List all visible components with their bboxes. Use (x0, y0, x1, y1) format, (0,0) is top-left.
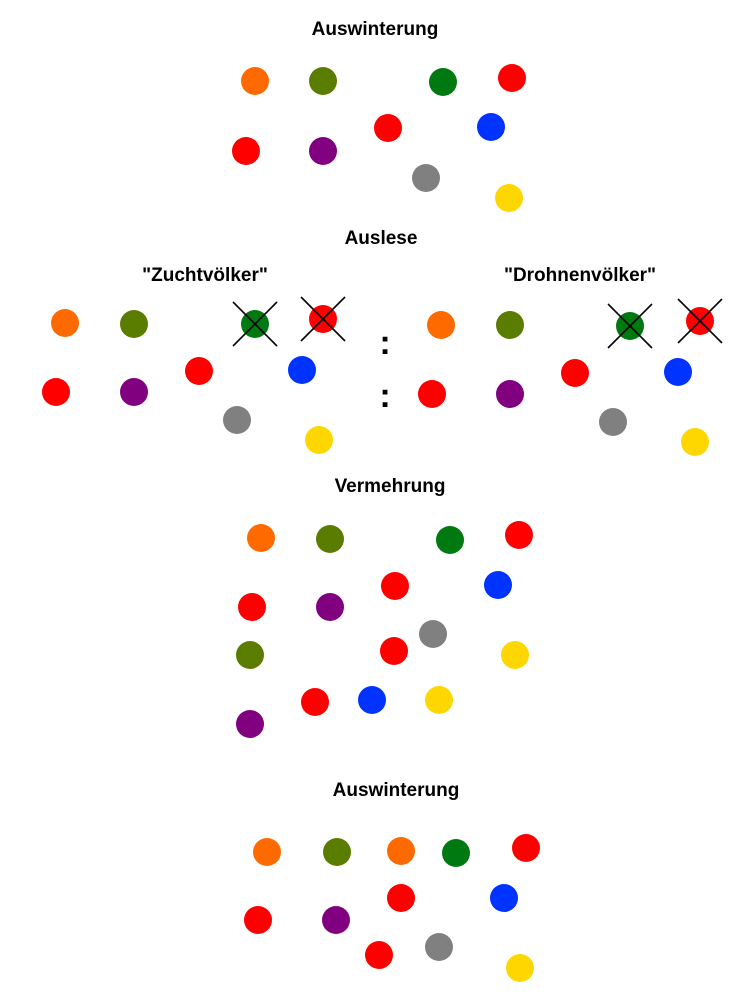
colony-blue (490, 884, 518, 912)
colony-red (365, 941, 393, 969)
colony-purple (236, 710, 264, 738)
colony-purple (120, 378, 148, 406)
colony-yellow (501, 641, 529, 669)
colony-olive (236, 641, 264, 669)
label-drone-colonies: "Drohnenvölker" (504, 265, 656, 286)
colony-purple (309, 137, 337, 165)
colony-gray (419, 620, 447, 648)
colony-blue (358, 686, 386, 714)
colony-yellow (425, 686, 453, 714)
colony-olive (496, 311, 524, 339)
colony-group-winter1 (232, 64, 526, 212)
colony-group-winter2 (244, 834, 540, 982)
colony-red (374, 114, 402, 142)
colony-gray (425, 933, 453, 961)
ratio-separator-top: : (379, 324, 390, 362)
colony-red (380, 637, 408, 665)
colony-purple (496, 380, 524, 408)
colony-olive (316, 525, 344, 553)
colony-red (381, 572, 409, 600)
colony-green (436, 526, 464, 554)
colony-yellow (681, 428, 709, 456)
colony-orange (427, 311, 455, 339)
colony-group-drones (418, 298, 723, 456)
colony-red (238, 593, 266, 621)
colony-purple (316, 593, 344, 621)
stage-title-multiplication: Vermehrung (335, 476, 446, 497)
colony-olive (309, 67, 337, 95)
colony-purple (322, 906, 350, 934)
stage-title-winter2: Auswinterung (333, 780, 460, 801)
stage-title-winter1: Auswinterung (312, 19, 439, 40)
colony-green (442, 839, 470, 867)
colony-yellow (495, 184, 523, 212)
colony-blue (484, 571, 512, 599)
colony-red (185, 357, 213, 385)
colony-green (429, 68, 457, 96)
colony-red (512, 834, 540, 862)
colony-group-breeding (42, 296, 346, 454)
colony-orange (253, 838, 281, 866)
colony-red (301, 688, 329, 716)
colony-yellow (506, 954, 534, 982)
colony-blue (288, 356, 316, 384)
colony-red (505, 521, 533, 549)
colony-red (244, 906, 272, 934)
ratio-separator-bottom: : (379, 377, 390, 415)
colony-group-multiplication (236, 521, 533, 738)
colony-orange (247, 524, 275, 552)
stage-title-selection: Auslese (345, 228, 418, 249)
elimination-cross-line (232, 301, 278, 347)
colony-blue (664, 358, 692, 386)
colony-gray (223, 406, 251, 434)
label-breeding-colonies: "Zuchtvölker" (142, 265, 268, 286)
colony-red (418, 380, 446, 408)
colony-olive (323, 838, 351, 866)
colony-gray (412, 164, 440, 192)
colony-red (42, 378, 70, 406)
elimination-cross-line (677, 298, 723, 344)
colony-blue (477, 113, 505, 141)
colony-orange (241, 67, 269, 95)
colony-orange (51, 309, 79, 337)
elimination-cross-line (607, 303, 653, 349)
elimination-cross-line (300, 296, 346, 342)
colony-red (232, 137, 260, 165)
colony-red (498, 64, 526, 92)
colony-olive (120, 310, 148, 338)
colony-gray (599, 408, 627, 436)
colony-orange (387, 837, 415, 865)
colony-red (387, 884, 415, 912)
colony-red (561, 359, 589, 387)
colony-yellow (305, 426, 333, 454)
